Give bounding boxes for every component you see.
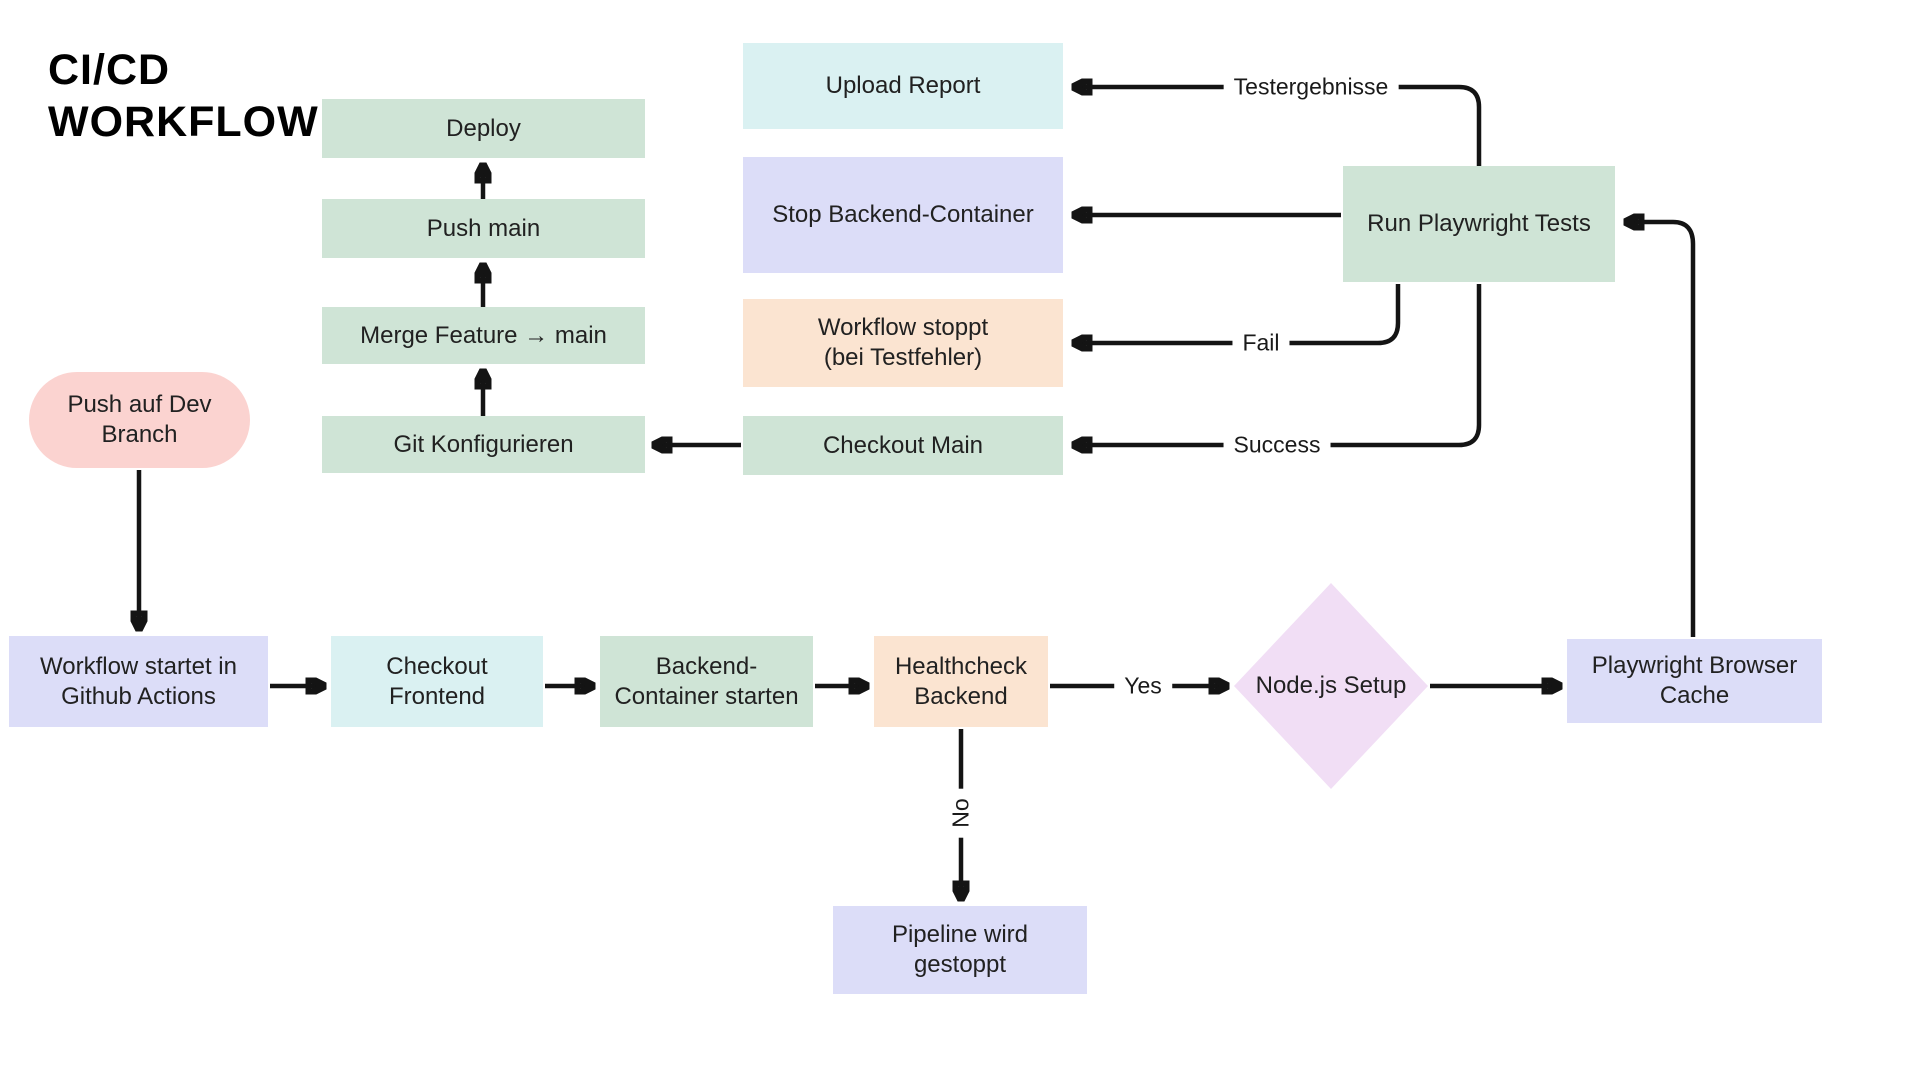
edge-label-no: No [945,788,977,838]
node-push-auf-dev-branch: Push auf Dev Branch [29,372,250,468]
edge-cache-to-tests [1627,222,1696,637]
edge-tests-success-to-checkout-main [1075,284,1482,445]
node-checkout-main: Checkout Main [743,416,1063,475]
node-upload-report: Upload Report [743,43,1063,129]
edge-label-yes: Yes [1114,670,1172,702]
node-merge-feature-main: Merge Feature → main [322,307,645,364]
page-title-line2: WORKFLOW [48,98,319,146]
node-workflow-startet: Workflow startet in Github Actions [9,636,268,727]
edge-label-fail: Fail [1232,327,1290,359]
node-pipeline-wird-gestoppt: Pipeline wird gestoppt [833,906,1087,994]
node-healthcheck-backend: Healthcheck Backend [874,636,1048,727]
node-push-main: Push main [322,199,645,258]
edge-tests-to-upload-report [1075,87,1482,168]
node-workflow-stoppt: Workflow stoppt (bei Testfehler) [743,299,1063,387]
node-git-konfigurieren: Git Konfigurieren [322,416,645,473]
edge-tests-fail-to-workflow-stoppt [1075,284,1401,343]
node-playwright-browser-cache: Playwright Browser Cache [1567,639,1822,723]
node-deploy: Deploy [322,99,645,158]
node-backend-container-starten: Backend- Container starten [600,636,813,727]
node-run-playwright-tests: Run Playwright Tests [1343,166,1615,282]
page-title-line1: CI/CD [48,46,171,94]
node-stop-backend-container: Stop Backend-Container [743,157,1063,273]
page-title: CI/CD WORKFLOW [48,44,319,148]
edge-label-testergebnisse: Testergebnisse [1223,71,1399,103]
node-checkout-frontend: Checkout Frontend [331,636,543,727]
edge-label-success: Success [1223,429,1331,461]
